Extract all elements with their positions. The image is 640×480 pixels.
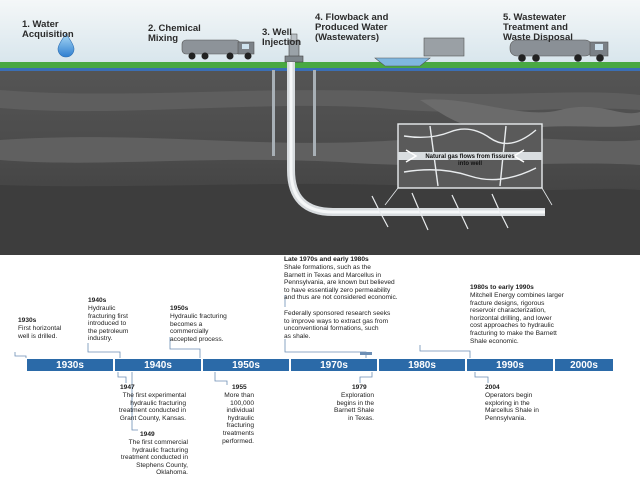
chemical-truck-icon — [181, 39, 255, 60]
event-text: Federally sponsored research seeks to im… — [284, 310, 391, 340]
gas-flow-annotation: Natural gas flows from fissures into wel… — [425, 154, 515, 167]
event-title: 1950s — [170, 305, 189, 312]
stage-water-acquisition-label: 1. Water Acquisition — [22, 19, 74, 40]
event-title: 1947 — [120, 384, 135, 391]
event-federal-research: Federally sponsored research seeks to im… — [284, 310, 434, 340]
fissure-inset — [384, 123, 553, 206]
event-text: Hydraulic fracturing first introduced to… — [88, 305, 129, 343]
event-text: The first experimental hydraulic fractur… — [118, 392, 186, 422]
event-text: More than 100,000 individual hydraulic f… — [222, 392, 254, 445]
shale-layer — [0, 183, 640, 255]
event-2004: 2004 Operators begin exploring in the Ma… — [485, 384, 565, 422]
decade-1970s: 1970s — [290, 358, 378, 372]
event-title: 1949 — [140, 431, 155, 438]
event-text: Mitchell Energy combines larger fracture… — [470, 292, 564, 345]
event-late-1970s: Late 1970s and early 1980s Shale formati… — [284, 256, 434, 302]
event-text: Shale formations, such as the Barnett in… — [284, 264, 398, 302]
event-title: 1955 — [232, 384, 247, 391]
event-1949: 1949 The first commercial hydraulic frac… — [76, 431, 188, 477]
event-1955: 1955 More than 100,000 individual hydrau… — [206, 384, 254, 445]
grass-strip — [0, 62, 640, 68]
event-text: Operators begin exploring in the Marcell… — [485, 392, 539, 422]
storage-tank-icon — [423, 37, 465, 57]
event-1950s: 1950s Hydraulic fracturing becomes a com… — [170, 305, 270, 343]
decade-1980s: 1980s — [378, 358, 466, 372]
event-title: Late 1970s and early 1980s — [284, 256, 369, 263]
wellbore-inner — [289, 62, 545, 214]
timeline-connectors — [14, 295, 489, 431]
decade-2000s: 2000s — [554, 358, 614, 372]
stage-wastewater-treatment-label: 5. Wastewater Treatment and Waste Dispos… — [503, 12, 573, 43]
casing-right — [313, 70, 316, 156]
event-title: 1940s — [88, 297, 107, 304]
event-1940s: 1940s Hydraulic fracturing first introdu… — [88, 297, 166, 343]
stage-well-injection-label: 3. Well Injection — [262, 27, 302, 48]
decade-1930s: 1930s — [26, 358, 114, 372]
event-title: 1930s — [18, 317, 37, 324]
casing-left — [272, 70, 275, 156]
event-1947: 1947 The first experimental hydraulic fr… — [66, 384, 186, 422]
fracture-lines — [371, 192, 509, 231]
event-1979: 1979 Exploration begins in the Barnett S… — [312, 384, 374, 422]
fracking-process-illustration: 1. Water Acquisition 2. Chemical Mixing … — [0, 0, 640, 255]
waste-truck-icon — [509, 39, 609, 62]
stage-flowback-label: 4. Flowback and Produced Water (Wastewat… — [315, 12, 389, 43]
decade-1950s: 1950s — [202, 358, 290, 372]
water-table-line — [0, 68, 640, 71]
event-title: 2004 — [485, 384, 500, 391]
event-text: Exploration begins in the Barnett Shale … — [334, 392, 374, 422]
decade-1940s: 1940s — [114, 358, 202, 372]
water-drop-icon — [57, 33, 75, 58]
flowback-pit-icon — [374, 57, 431, 67]
event-title: 1979 — [352, 384, 367, 391]
stage-chemical-mixing-label: 2. Chemical Mixing — [148, 23, 201, 44]
event-text: Hydraulic fracturing becomes a commercia… — [170, 313, 227, 343]
decade-1990s: 1990s — [466, 358, 554, 372]
event-text: The first commercial hydraulic fracturin… — [120, 439, 188, 477]
event-text: First horizontal well is drilled. — [18, 325, 62, 340]
event-title: 1980s to early 1990s — [470, 284, 534, 291]
event-1980s-early-1990s: 1980s to early 1990s Mitchell Energy com… — [470, 284, 620, 345]
event-1930s: 1930s First horizontal well is drilled. — [18, 317, 88, 340]
process-diagram — [0, 0, 640, 255]
